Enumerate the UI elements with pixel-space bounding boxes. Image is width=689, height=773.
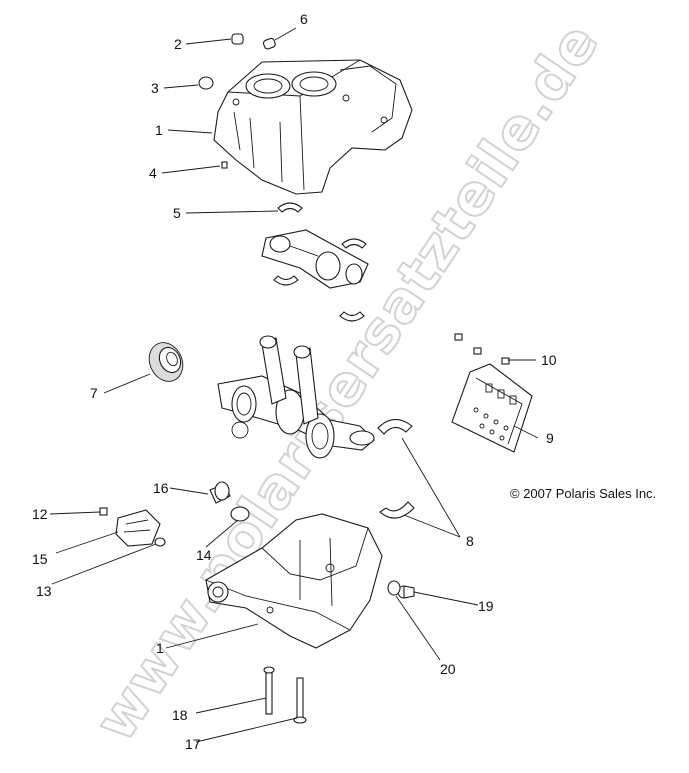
o-ring-13 bbox=[154, 537, 166, 547]
callout-13: 13 bbox=[36, 583, 52, 599]
callout-14: 14 bbox=[196, 547, 212, 563]
callout-2: 2 bbox=[174, 36, 182, 52]
ring-14 bbox=[230, 506, 250, 522]
bearing-shell-left bbox=[273, 275, 299, 286]
leader-lines bbox=[49, 27, 539, 743]
callout-7: 7 bbox=[90, 385, 98, 401]
o-ring-3 bbox=[198, 76, 214, 90]
callout-1-bottom: 1 bbox=[156, 640, 164, 656]
callout-8: 8 bbox=[466, 533, 474, 549]
callout-12: 12 bbox=[32, 506, 48, 522]
bearing-shell-5 bbox=[277, 202, 303, 213]
dowel-6 bbox=[262, 37, 276, 50]
bushing-16 bbox=[209, 481, 231, 504]
callout-20: 20 bbox=[440, 661, 456, 677]
bolt-17 bbox=[293, 677, 307, 724]
balance-shaft bbox=[261, 229, 369, 289]
bolts-10 bbox=[454, 333, 510, 365]
bearing-shell-8-upper bbox=[377, 418, 413, 435]
callout-10: 10 bbox=[541, 352, 557, 368]
oil-screen-9 bbox=[451, 363, 533, 453]
callout-17: 17 bbox=[185, 736, 201, 752]
dowel-pin-2 bbox=[231, 33, 244, 45]
upper-crankcase bbox=[213, 59, 413, 195]
callout-16: 16 bbox=[153, 480, 169, 496]
crankshaft-assembly bbox=[217, 335, 375, 459]
callout-15: 15 bbox=[32, 551, 48, 567]
lower-crankcase bbox=[205, 513, 383, 649]
bearing-shell-8-lower bbox=[379, 501, 415, 519]
callout-1-top: 1 bbox=[155, 122, 163, 138]
bolt-18 bbox=[263, 666, 275, 715]
oil-seal-7 bbox=[148, 342, 184, 382]
bearing-shell-upper-right bbox=[341, 238, 367, 249]
bearing-shell-lower bbox=[339, 311, 365, 322]
callout-4: 4 bbox=[149, 165, 157, 181]
callout-3: 3 bbox=[151, 80, 159, 96]
plug-4 bbox=[221, 161, 228, 169]
plug-19 bbox=[397, 585, 415, 599]
copyright-notice: © 2007 Polaris Sales Inc. bbox=[510, 486, 656, 501]
callout-18: 18 bbox=[172, 707, 188, 723]
washer-20 bbox=[387, 580, 401, 596]
callout-19: 19 bbox=[478, 598, 494, 614]
callout-6: 6 bbox=[300, 11, 308, 27]
bolt-12 bbox=[99, 507, 108, 516]
cover-15 bbox=[115, 509, 161, 547]
callout-9: 9 bbox=[546, 430, 554, 446]
callout-5: 5 bbox=[173, 205, 181, 221]
